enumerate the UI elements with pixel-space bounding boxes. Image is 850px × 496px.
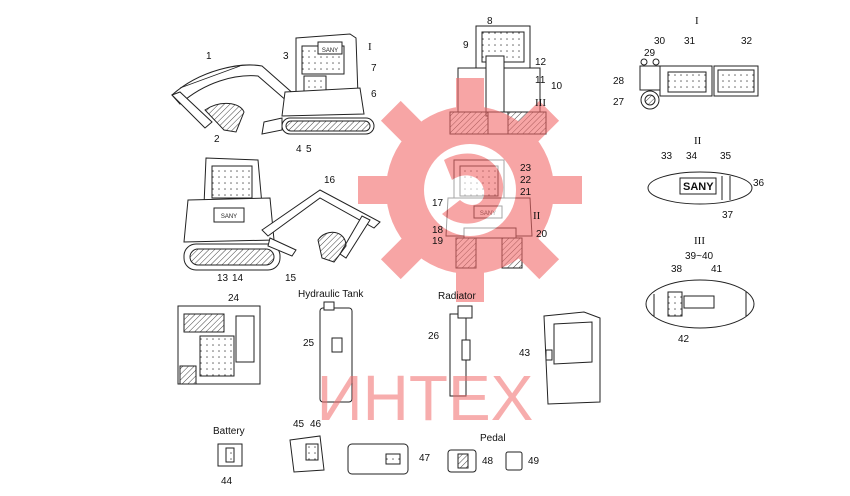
callout-28: 28: [613, 76, 625, 87]
callout-38: 38: [671, 264, 683, 275]
callout-4: 4: [296, 144, 302, 155]
detail-mark-one: I: [368, 41, 372, 53]
callout-36: 36: [753, 178, 765, 189]
callout-30: 30: [654, 36, 666, 47]
detail-mark-two: II: [533, 210, 541, 222]
radiator-caption: Radiator: [438, 291, 476, 302]
callout-47: 47: [419, 453, 431, 464]
callout-14: 14: [232, 273, 244, 284]
callout-6: 6: [371, 89, 377, 100]
small-parts: [217, 435, 523, 475]
callout-19: 19: [432, 236, 444, 247]
callout-5: 5: [306, 144, 312, 155]
detail-one-panel: [639, 58, 759, 110]
detail-mark-three: III: [535, 97, 546, 109]
callout-45: 45: [293, 419, 305, 430]
callout-22: 22: [520, 175, 532, 186]
hydraulic-tank-drawing: [319, 301, 353, 403]
callout-20: 20: [536, 229, 548, 240]
callout-34: 34: [686, 151, 698, 162]
callout-15: 15: [285, 273, 297, 284]
battery-caption: Battery: [213, 426, 245, 437]
callout-16: 16: [324, 175, 336, 186]
callout-37: 37: [722, 210, 734, 221]
callout-12: 12: [535, 57, 547, 68]
callout-2: 2: [214, 134, 220, 145]
pedal-caption: Pedal: [480, 433, 506, 444]
callout-42: 42: [678, 334, 690, 345]
callout-11: 11: [535, 75, 546, 86]
callout-9: 9: [463, 40, 469, 51]
callout-7: 7: [371, 63, 377, 74]
detail-three-panel: [645, 279, 755, 329]
hydraulic-tank-caption: Hydraulic Tank: [298, 289, 364, 300]
callout-33: 33: [661, 151, 673, 162]
svg-text:SANY: SANY: [322, 48, 338, 54]
callout-10: 10: [551, 81, 563, 92]
callout-17: 17: [432, 198, 444, 209]
watermark-gear-icon: [358, 78, 582, 302]
callout-23: 23: [520, 163, 532, 174]
callout-39-40: 39~40: [685, 251, 714, 262]
callout-35: 35: [720, 151, 732, 162]
cab-interior-detail: [177, 305, 261, 385]
callout-29: 29: [644, 48, 656, 59]
callout-24: 24: [228, 293, 240, 304]
callout-8: 8: [487, 16, 493, 27]
callout-46: 46: [310, 419, 322, 430]
watermark-text: ИНТЕХ: [317, 362, 534, 434]
callout-26: 26: [428, 331, 440, 342]
detail-mark-one-header: I: [695, 15, 699, 27]
cab-door-drawing: [543, 311, 601, 405]
brand-badge: SANY: [683, 181, 714, 193]
callout-48: 48: [482, 456, 494, 467]
callout-49: 49: [528, 456, 540, 467]
detail-mark-three-header: III: [694, 235, 705, 247]
callout-41: 41: [711, 264, 723, 275]
detail-two-panel: [647, 171, 753, 205]
excavator-side-view-left: SANY: [171, 33, 375, 135]
excavator-rear-view-left: SANY: [183, 157, 381, 271]
callout-43: 43: [519, 348, 531, 359]
callout-3: 3: [283, 51, 289, 62]
callout-44: 44: [221, 476, 233, 487]
callout-27: 27: [613, 97, 625, 108]
radiator-drawing: [449, 305, 473, 397]
callout-31: 31: [684, 36, 696, 47]
callout-32: 32: [741, 36, 753, 47]
detail-mark-two-header: II: [694, 135, 702, 147]
callout-13: 13: [217, 273, 229, 284]
callout-21: 21: [520, 187, 532, 198]
callout-25: 25: [303, 338, 315, 349]
callout-1: 1: [206, 51, 212, 62]
callout-18: 18: [432, 225, 444, 236]
svg-text:SANY: SANY: [221, 214, 237, 220]
